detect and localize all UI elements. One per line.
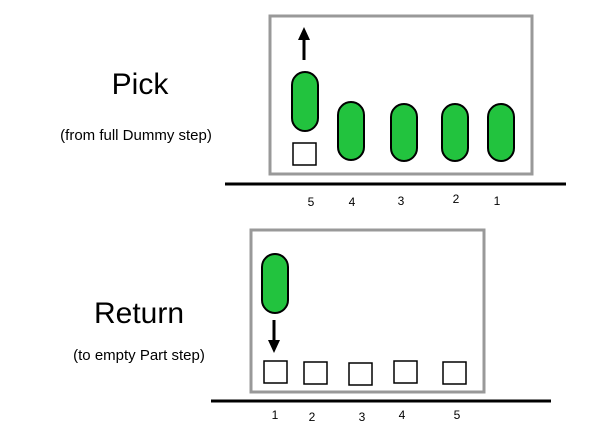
part-lifted bbox=[291, 71, 319, 132]
pick-position-label: 1 bbox=[493, 194, 501, 208]
return-position-label: 3 bbox=[358, 410, 366, 424]
pick-frame bbox=[268, 14, 534, 176]
return-position-label: 1 bbox=[271, 408, 279, 422]
up-arrow-icon bbox=[298, 27, 310, 60]
part bbox=[441, 103, 469, 162]
pick-subtitle: (from full Dummy step) bbox=[60, 127, 212, 144]
pick-position-label: 5 bbox=[307, 195, 315, 209]
return-subtitle: (to empty Part step) bbox=[73, 347, 205, 364]
pick-position-label: 4 bbox=[348, 195, 356, 209]
down-arrow-icon bbox=[268, 320, 280, 353]
empty-slot bbox=[393, 360, 418, 384]
part-returning bbox=[261, 253, 289, 314]
return-frame bbox=[249, 228, 486, 394]
return-position-label: 5 bbox=[453, 408, 461, 422]
return-position-label: 2 bbox=[308, 410, 316, 424]
part bbox=[390, 103, 418, 162]
empty-slot bbox=[442, 361, 467, 385]
empty-slot bbox=[303, 361, 328, 385]
pick-position-label: 3 bbox=[397, 194, 405, 208]
return-position-label: 4 bbox=[398, 408, 406, 422]
return-title: Return bbox=[93, 297, 185, 330]
empty-slot bbox=[263, 360, 288, 384]
part bbox=[337, 101, 365, 161]
pick-title: Pick bbox=[111, 68, 169, 101]
part bbox=[487, 103, 515, 162]
pick-position-label: 2 bbox=[452, 192, 460, 206]
empty-slot bbox=[292, 142, 317, 166]
empty-slot bbox=[348, 362, 373, 386]
